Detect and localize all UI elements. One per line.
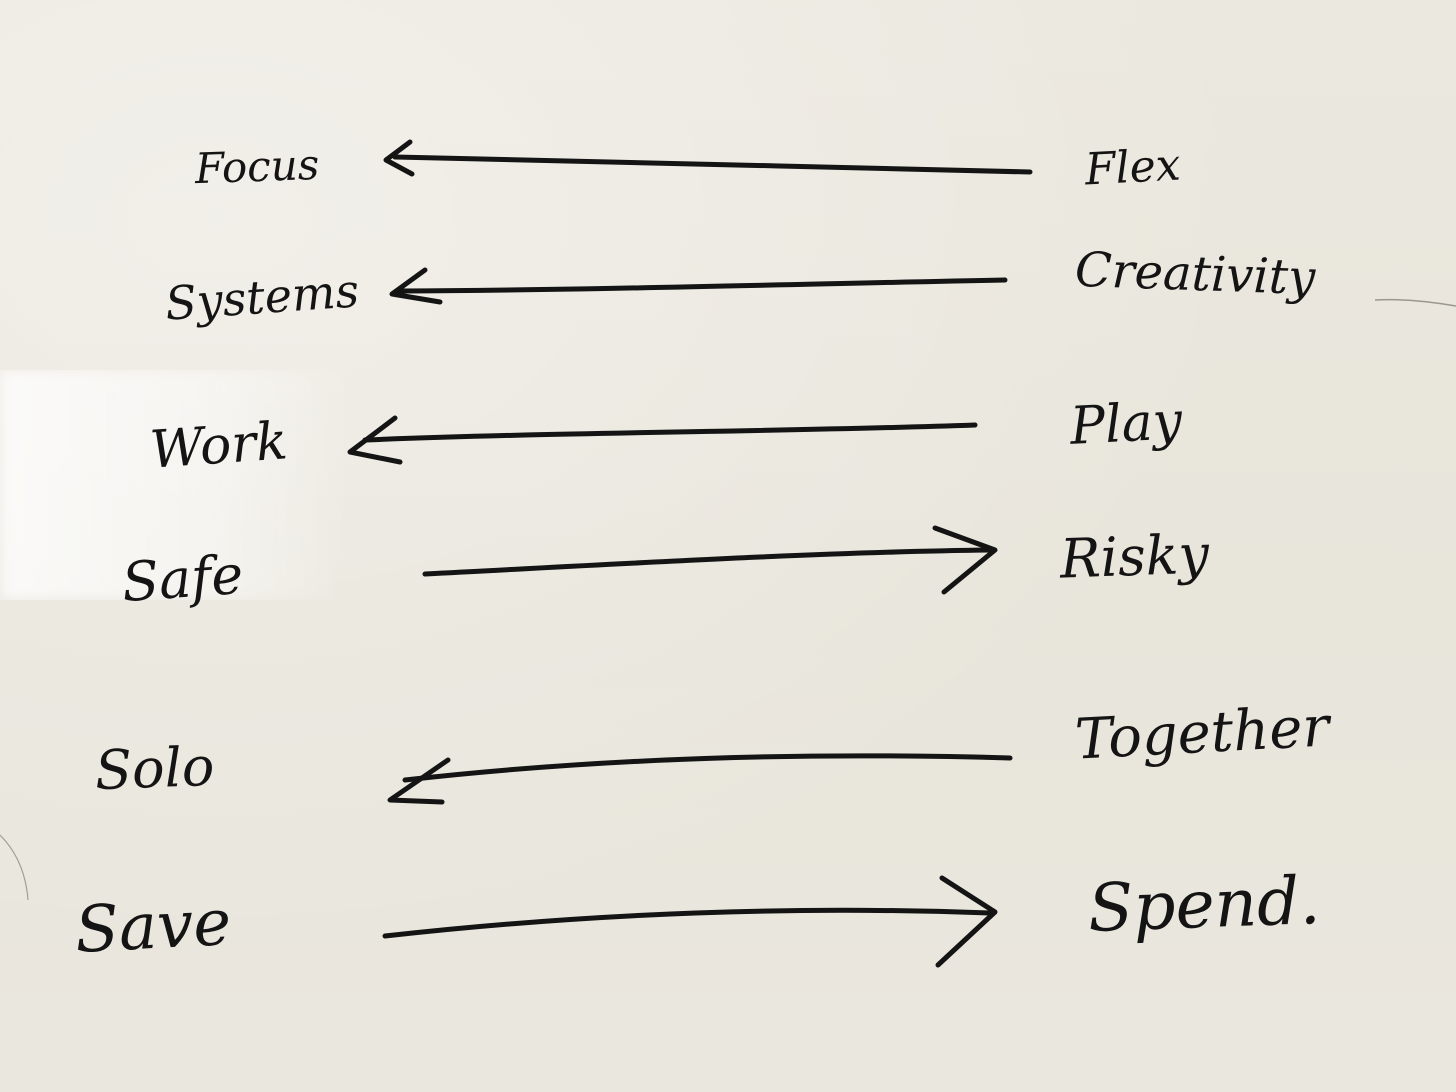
arrow-focus-flex — [383, 139, 1033, 177]
arrow-work-play — [347, 415, 978, 465]
word-save: Save — [73, 885, 233, 969]
word-spend: Spend. — [1086, 861, 1322, 948]
arrow-safe-risky — [422, 525, 998, 595]
light-reflection — [0, 370, 360, 600]
word-creativity: Creativity — [1074, 241, 1317, 307]
word-systems: Systems — [163, 263, 361, 331]
word-safe: Safe — [119, 542, 246, 615]
arrow-save-spend — [382, 875, 998, 968]
arrow-solo-together — [387, 753, 1013, 805]
arrow-systems-creativity — [389, 267, 1008, 305]
word-risky: Risky — [1058, 522, 1210, 591]
word-together: Together — [1073, 694, 1331, 773]
word-play: Play — [1068, 391, 1184, 457]
word-work: Work — [148, 411, 290, 481]
word-flex: Flex — [1083, 139, 1182, 196]
word-focus: Focus — [194, 139, 321, 194]
word-solo: Solo — [93, 734, 216, 803]
